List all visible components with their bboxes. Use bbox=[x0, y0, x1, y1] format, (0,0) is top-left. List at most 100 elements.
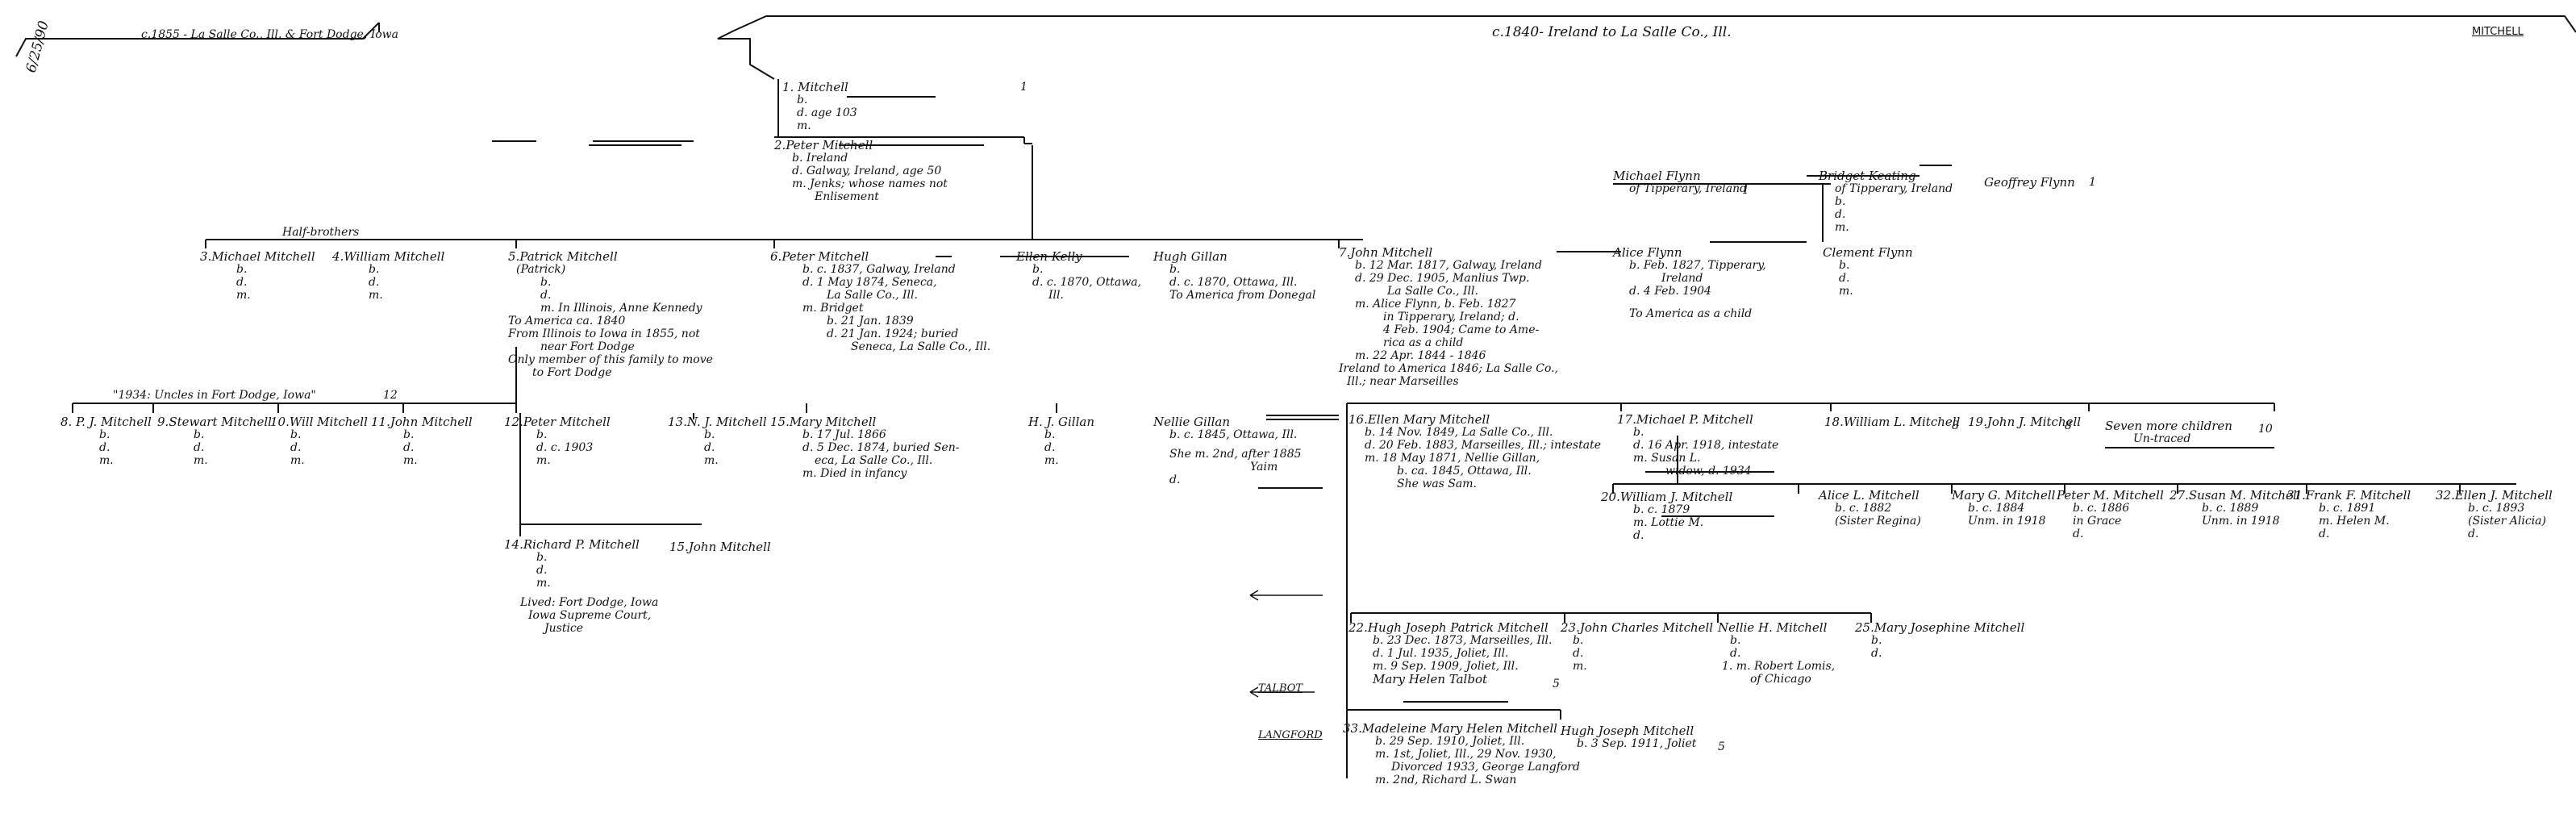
birth: b. Feb. 1827, Tipperary, bbox=[1629, 259, 1766, 272]
ref-untraced: 10 bbox=[2258, 423, 2273, 436]
marriage-note: Enlisement bbox=[815, 190, 879, 203]
note: Only member of this family to move bbox=[508, 353, 713, 366]
death: d. bbox=[2468, 528, 2479, 540]
marriage: m. Jenks; whose names not bbox=[792, 177, 948, 190]
widow-note: widow, d. 1934 bbox=[1665, 465, 1752, 478]
note: in Grace bbox=[2073, 515, 2122, 528]
birth: b. bbox=[194, 428, 205, 441]
death: d. bbox=[1871, 647, 1882, 660]
person-name: Ellen Kelly bbox=[1016, 249, 1082, 264]
note: Unm. in 1918 bbox=[2202, 515, 2280, 528]
ref-talbot-link[interactable]: TALBOT bbox=[1258, 682, 1303, 695]
note: Seven more children bbox=[2105, 419, 2232, 433]
ref-geoffrey: 1 bbox=[2089, 176, 2096, 189]
person-name: Mary Josephine Mitchell bbox=[1874, 620, 2025, 635]
marriage: m. bbox=[194, 454, 208, 467]
spouse-burial: Seneca, La Salle Co., Ill. bbox=[851, 340, 991, 353]
birth: b. bbox=[1044, 428, 1056, 441]
death: d. bbox=[1633, 529, 1644, 542]
note: To America from Donegal bbox=[1169, 289, 1316, 302]
alt-name: (Patrick) bbox=[516, 263, 566, 276]
person-name: Michael Mitchell bbox=[211, 249, 315, 264]
person-name: Peter Mitchell bbox=[782, 249, 869, 264]
person-22: 22.Hugh Joseph Patrick Mitchell b. 23 De… bbox=[1348, 621, 1553, 686]
birth: b. bbox=[369, 263, 380, 276]
marriage: 1. m. Robert Lomis, bbox=[1722, 660, 1836, 673]
person-clement-flynn: Clement Flynn b. d. m. bbox=[1823, 246, 1913, 298]
birth: b. bbox=[1573, 634, 1584, 647]
note: To America as a child bbox=[1629, 307, 1753, 320]
person-alice-mitchell: Alice L. Mitchell b. c. 1882 (Sister Reg… bbox=[1819, 489, 1921, 528]
person-5: 5.Patrick Mitchell (Patrick) b. d. m. In… bbox=[508, 250, 713, 379]
birth: b. 14 Nov. 1849, La Salle Co., Ill. bbox=[1365, 426, 1553, 439]
person-name: John Mitchell bbox=[390, 415, 473, 429]
death: d. c. 1870, Ottawa, Ill. bbox=[1169, 276, 1298, 289]
marriage-2: m. 2nd, Richard L. Swan bbox=[1375, 774, 1517, 786]
person-num: 3. bbox=[200, 249, 212, 264]
spouse-death: d. 21 Jan. 1924; buried bbox=[827, 327, 959, 340]
birth: b. bbox=[1835, 195, 1846, 208]
death: d. bbox=[1573, 647, 1584, 660]
person-10: 10.Will Mitchell b. d. m. bbox=[270, 415, 368, 467]
ref-19: 8 bbox=[2065, 419, 2072, 432]
note: She m. 2nd, after 1885 bbox=[1169, 448, 1302, 461]
person-name: Stewart Mitchell bbox=[169, 415, 272, 429]
person-name: William Mitchell bbox=[344, 249, 445, 264]
person-num: 20. bbox=[1601, 490, 1620, 504]
person-name: Hugh Joseph Patrick Mitchell bbox=[1367, 620, 1549, 635]
birth: b. 23 Dec. 1873, Marseilles, Ill. bbox=[1373, 634, 1553, 647]
person-name: P. J. Mitchell bbox=[76, 415, 152, 429]
marriage-note: rica as a child bbox=[1383, 336, 1464, 349]
person-name: Susan M. Mitchell bbox=[2188, 488, 2301, 503]
person-nellie-gillan: Nellie Gillan b. c. 1845, Ottawa, Ill. S… bbox=[1153, 415, 1302, 486]
death: d. bbox=[1169, 473, 1181, 486]
death: d. c. 1870, Ottawa, bbox=[1032, 276, 1141, 289]
person-8: 8. P. J. Mitchell b. d. m. bbox=[60, 415, 152, 467]
person-27: 27.Susan M. Mitchell b. c. 1889 Unm. in … bbox=[2170, 489, 2300, 528]
person-15-mary: 15.Mary Mitchell b. 17 Jul. 1866 d. 5 De… bbox=[770, 415, 959, 480]
person-num: 32. bbox=[2436, 488, 2455, 503]
person-14: 14.Richard P. Mitchell b. d. m. Lived: F… bbox=[504, 538, 658, 635]
marriage: m. Died in infancy bbox=[802, 467, 907, 480]
person-name: Ellen Mary Mitchell bbox=[1367, 412, 1490, 427]
ref-langford-link[interactable]: LANGFORD bbox=[1258, 729, 1323, 741]
person-num: 7. bbox=[1339, 245, 1351, 260]
birth: b. bbox=[290, 428, 302, 441]
person-19: 19.John J. Mitchell bbox=[1968, 415, 2081, 428]
person-name: Nellie Gillan bbox=[1153, 415, 1231, 429]
birth: b. 12 Mar. 1817, Galway, Ireland bbox=[1355, 259, 1542, 272]
marriage: m. Alice Flynn, b. Feb. 1827 bbox=[1355, 298, 1516, 311]
death: d. bbox=[403, 441, 415, 454]
center-caption: c.1840- Ireland to La Salle Co., Ill. bbox=[1492, 24, 1732, 40]
marriage: m. Helen M. bbox=[2319, 515, 2390, 528]
person-20: 20.William J. Mitchell b. c. 1879 m. Lot… bbox=[1601, 490, 1732, 542]
person-31: 31.Frank F. Mitchell b. c. 1891 m. Helen… bbox=[2286, 489, 2411, 540]
death: d. bbox=[540, 289, 552, 302]
person-name: John Mitchell bbox=[688, 540, 771, 554]
birth: b. bbox=[1032, 263, 1044, 276]
marriage: m. bbox=[797, 119, 811, 132]
person-num: 23. bbox=[1561, 620, 1580, 635]
birth: b. bbox=[1871, 634, 1882, 647]
death: d. bbox=[2319, 528, 2330, 540]
person-name: John Mitchell bbox=[1350, 245, 1433, 260]
person-hj-gillan: H. J. Gillan b. d. m. bbox=[1028, 415, 1094, 467]
death-place: La Salle Co., Ill. bbox=[1387, 285, 1478, 298]
half-brothers-label: Half-brothers bbox=[282, 226, 360, 239]
untraced-children: Seven more children Un-traced bbox=[2105, 419, 2232, 445]
yaim: Yaim bbox=[1250, 461, 1278, 473]
person-name: Mary G. Mitchell bbox=[1952, 488, 2056, 503]
person-18: 18.William L. Mitchell bbox=[1824, 415, 1960, 428]
ref-michael-flynn: 1 bbox=[1742, 184, 1749, 197]
person-name: Richard P. Mitchell bbox=[523, 537, 640, 552]
uncles-caption: "1934: Uncles in Fort Dodge, Iowa" bbox=[113, 389, 316, 402]
birth: b. bbox=[536, 428, 548, 441]
note: near Fort Dodge bbox=[540, 340, 635, 353]
death: d. 1 May 1874, Seneca, bbox=[802, 276, 937, 289]
uncles-caption-num: 12 bbox=[383, 389, 398, 402]
marriage: m. bbox=[1044, 454, 1059, 467]
person-13: 13.N. J. Mitchell b. d. m. bbox=[668, 415, 767, 467]
death: d. 5 Dec. 1874, buried Sen- bbox=[802, 441, 960, 454]
person-9: 9.Stewart Mitchell b. d. m. bbox=[157, 415, 272, 467]
birth: b. bbox=[540, 276, 552, 289]
